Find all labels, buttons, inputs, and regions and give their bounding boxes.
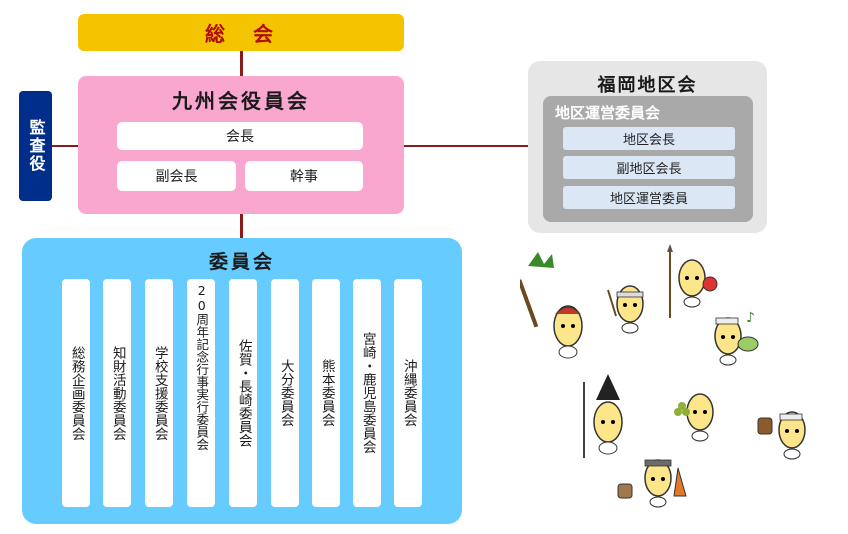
secretary-box: 幹事 (245, 161, 363, 191)
committee-column: 学校支援委員会 (145, 279, 173, 507)
committee-label: 20周年記念行事実行委員会 (194, 283, 210, 451)
officers-board-box: 九州会役員会 会長 副会長 幹事 (78, 76, 404, 214)
auditor-box: 監査役 (19, 91, 52, 201)
district-committee-title: 地区運営委員会 (555, 104, 661, 122)
committees-box: 委員会 総務企画委員会 知財活動委員会 学校支援委員会 20周年記念行事実行委員… (22, 238, 462, 524)
district-box: 福岡地区会 地区運営委員会 地区会長 副地区会長 地区運営委員 (528, 61, 767, 233)
general-meeting-box: 総 会 (78, 14, 404, 51)
mascot-figure: ♪ (714, 310, 759, 366)
mascot-figure (757, 411, 806, 460)
committee-label: 沖縄委員会 (400, 359, 417, 427)
district-member-box: 地区会長 (563, 127, 735, 150)
committee-column: 熊本委員会 (312, 279, 340, 507)
committee-label: 学校支援委員会 (151, 345, 168, 441)
vice-president-box: 副会長 (117, 161, 236, 191)
president-box: 会長 (117, 122, 363, 150)
committees-title: 委員会 (208, 251, 275, 273)
committee-column: 知財活動委員会 (103, 279, 131, 507)
connector-auditor-officers (52, 145, 78, 147)
district-title: 福岡地区会 (597, 75, 698, 96)
mascot-figure (617, 459, 687, 508)
committee-column: 沖縄委員会 (394, 279, 422, 507)
district-member-box: 地区運営委員 (563, 186, 735, 209)
mascot-characters-illustration: ♪ (520, 244, 806, 508)
mascot-figure (583, 374, 623, 458)
officers-board-title: 九州会役員会 (172, 89, 310, 113)
committee-column: 佐賀・長崎委員会 (229, 279, 257, 507)
committee-column: 宮崎・鹿児島委員会 (353, 279, 381, 507)
committee-label: 総務企画委員会 (68, 345, 85, 441)
mascot-figure (674, 393, 714, 442)
connector-officers-committees (240, 214, 243, 238)
mascot-figure (667, 244, 718, 318)
svg-text:♪: ♪ (746, 310, 755, 326)
mascot-figure (607, 285, 644, 334)
district-member-box: 副地区会長 (563, 156, 735, 179)
auditor-label: 監査役 (26, 119, 46, 173)
committee-label: 宮崎・鹿児島委員会 (359, 332, 376, 454)
committee-column: 総務企画委員会 (62, 279, 90, 507)
connector-officers-district (404, 145, 528, 147)
mascot-figure (520, 252, 583, 359)
committee-column: 20周年記念行事実行委員会 (187, 279, 215, 507)
connector-meeting-officers (240, 51, 243, 76)
general-meeting-label: 総 会 (205, 22, 277, 46)
committee-column: 大分委員会 (271, 279, 299, 507)
committee-label: 佐賀・長崎委員会 (235, 339, 252, 447)
district-committee-box: 地区運営委員会 地区会長 副地区会長 地区運営委員 (543, 96, 753, 222)
committee-label: 知財活動委員会 (109, 345, 126, 441)
committee-label: 大分委員会 (277, 359, 294, 427)
committee-label: 熊本委員会 (318, 359, 335, 427)
